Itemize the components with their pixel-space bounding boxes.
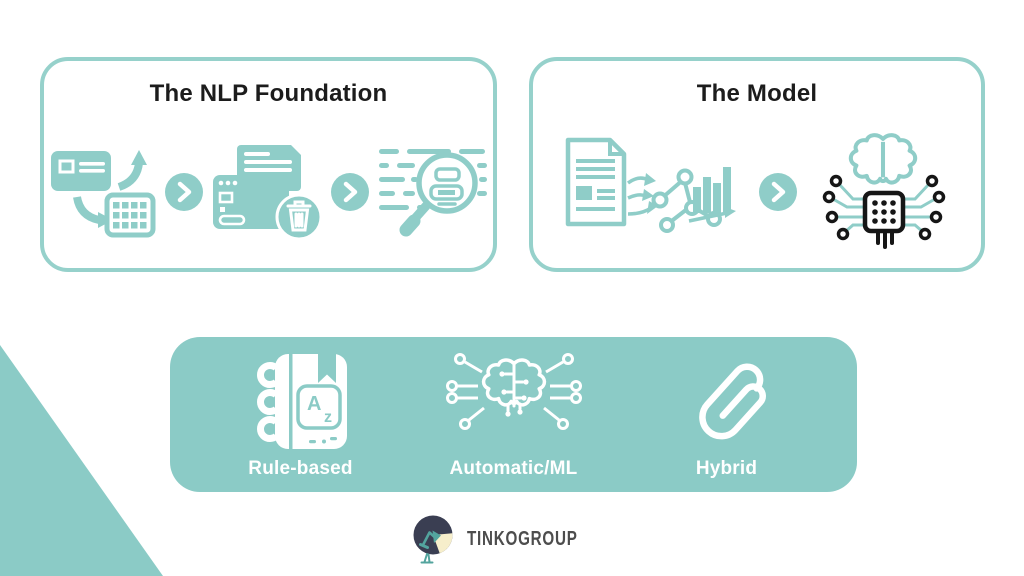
nlp-foundation-card: The NLP Foundation (40, 57, 497, 272)
dictionary-letter-z: z (324, 409, 332, 426)
model-title: The Model (696, 80, 818, 107)
feature-extraction-icon (565, 137, 736, 233)
brand-name: TINKOGROUP (466, 527, 578, 550)
dictionary-icon: A z (256, 353, 347, 449)
model-steps (533, 130, 981, 268)
approaches-band: A z Rule-based (170, 337, 857, 492)
approach-rule-based: A z Rule-based (194, 347, 407, 480)
approach-label-rule-based: Rule-based (248, 458, 353, 479)
text-analysis-icon (378, 149, 487, 237)
paperclip-icon (698, 362, 766, 439)
data-cleaning-icon (212, 145, 322, 241)
brain-network-icon (445, 352, 582, 430)
chevron-right-icon (164, 173, 203, 211)
chevron-right-icon (759, 173, 797, 211)
dictionary-letter-a: A (307, 393, 321, 415)
footer-logo: TINKOGROUP (0, 514, 1024, 564)
approach-label-automatic-ml: Automatic/ML (449, 458, 578, 479)
approach-label-hybrid: Hybrid (695, 458, 758, 479)
model-card: The Model (529, 57, 985, 272)
approach-automatic-ml: Automatic/ML (407, 347, 620, 480)
nlp-foundation-title: The NLP Foundation (149, 80, 388, 107)
ai-brain-chip-icon (822, 133, 946, 249)
approach-hybrid: Hybrid (620, 347, 833, 480)
chevron-right-icon (330, 173, 369, 211)
data-conversion-icon (50, 150, 155, 238)
nlp-foundation-steps (44, 130, 493, 268)
desk-lamp-logo-icon (413, 515, 453, 564)
